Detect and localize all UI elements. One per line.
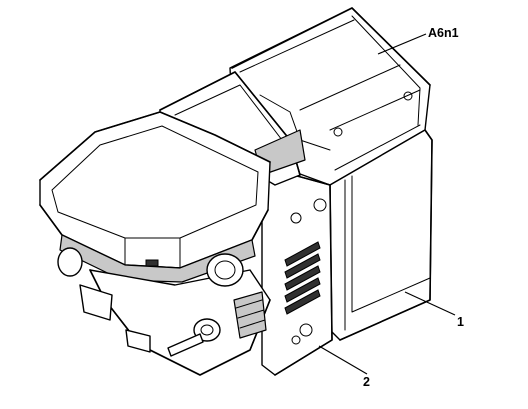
leader-lines bbox=[318, 33, 456, 375]
pump-assembly bbox=[57, 247, 271, 376]
leader-2 bbox=[318, 345, 368, 375]
callout-2: 2 bbox=[363, 375, 370, 389]
front-cover bbox=[39, 111, 271, 283]
leader-a6n1 bbox=[377, 33, 427, 55]
callout-a6n1: A6n1 bbox=[428, 26, 459, 40]
leader-1 bbox=[404, 291, 456, 316]
callout-1: 1 bbox=[457, 315, 464, 329]
front-panel bbox=[261, 167, 333, 376]
vent-slots bbox=[284, 241, 321, 315]
